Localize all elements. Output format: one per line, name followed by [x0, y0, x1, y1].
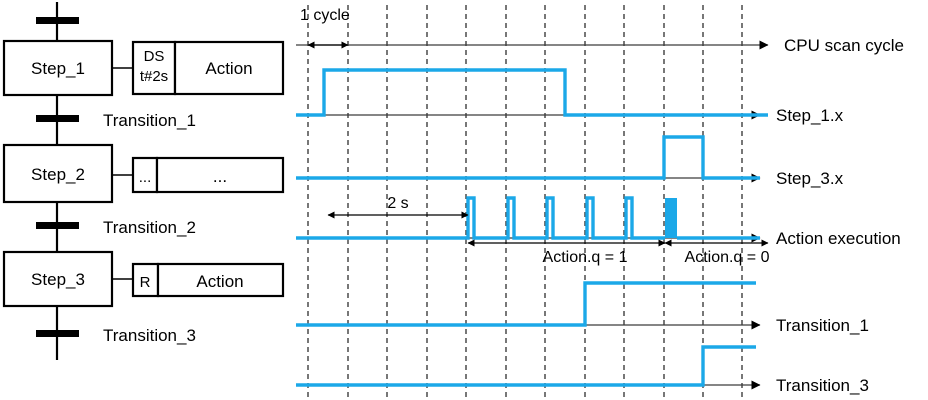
transition-bar-0[interactable] [36, 17, 79, 24]
row-label-4: Transition_1 [776, 316, 869, 335]
action-qualifier-3: R [140, 274, 151, 291]
row-label-0: CPU scan cycle [784, 36, 904, 55]
row-label-5: Transition_3 [776, 376, 869, 395]
row-label-2: Step_3.x [776, 169, 844, 188]
action-qualifier-2: ... [139, 169, 152, 186]
sfc-step-3[interactable]: Step_3 [2, 250, 114, 308]
signal-trace-4 [296, 281, 756, 327]
signal-trace-1 [296, 68, 768, 117]
transition-label-1: Transition_1 [103, 111, 196, 130]
annotation-cycle: 1 cycle [300, 7, 350, 24]
action-name-box-1[interactable] [173, 40, 285, 96]
transition-label-3: Transition_3 [103, 326, 196, 345]
annotation-action-q-low: Action.q = 0 [685, 249, 770, 266]
waveform-5 [296, 345, 761, 390]
timing-annotations: 1 cycle 2 s Action.q = 1 Action.q = 0 [300, 7, 770, 266]
step-box-2[interactable] [2, 143, 114, 204]
sfc-step-1[interactable]: Step_1 [2, 39, 114, 97]
transition-bar-1[interactable] [36, 115, 79, 122]
sfc-action-1[interactable]: DS t#2s Action [131, 40, 285, 96]
waveform-1 [296, 68, 768, 120]
action-name-3: Action [196, 272, 243, 291]
timing-waveforms [296, 40, 769, 390]
step-name-3: Step_3 [31, 270, 85, 289]
transition-bar-3[interactable] [36, 330, 79, 337]
transition-bar-2[interactable] [36, 222, 79, 229]
sfc-step-2[interactable]: Step_2 [2, 143, 114, 204]
waveform-3 [296, 196, 761, 243]
action-name-box-2[interactable] [155, 156, 285, 194]
transition-label-2: Transition_2 [103, 218, 196, 237]
sfc-action-3[interactable]: R Action [131, 262, 285, 298]
annotation-duration: 2 s [387, 195, 408, 212]
signal-trace-5 [296, 345, 756, 387]
signal-trace-3 [296, 196, 760, 240]
step-name-1: Step_1 [31, 59, 85, 78]
action-name-box-3[interactable] [156, 262, 285, 298]
action-qualifier-time-1: t#2s [140, 68, 168, 85]
waveform-2 [296, 135, 761, 183]
row-label-3: Action execution [776, 229, 901, 248]
step-box-3[interactable] [2, 250, 114, 308]
waveform-4 [296, 281, 761, 330]
action-name-2: ... [213, 167, 227, 186]
step-box-1[interactable] [2, 39, 114, 97]
action-qualifier-1: DS [144, 48, 165, 65]
signal-trace-2 [296, 135, 760, 180]
step-name-2: Step_2 [31, 165, 85, 184]
timing-dimension-lines [307, 41, 769, 247]
annotation-action-q-high: Action.q = 1 [543, 249, 628, 266]
row-label-1: Step_1.x [776, 106, 844, 125]
sfc-action-2[interactable]: ... ... [131, 156, 285, 194]
action-qualifier-box-2[interactable] [131, 156, 159, 194]
sfc-chart: Step_1 DS t#2s Action Transition_1 Step_… [2, 2, 285, 360]
pulse-block [665, 198, 677, 238]
action-name-1: Action [205, 59, 252, 78]
